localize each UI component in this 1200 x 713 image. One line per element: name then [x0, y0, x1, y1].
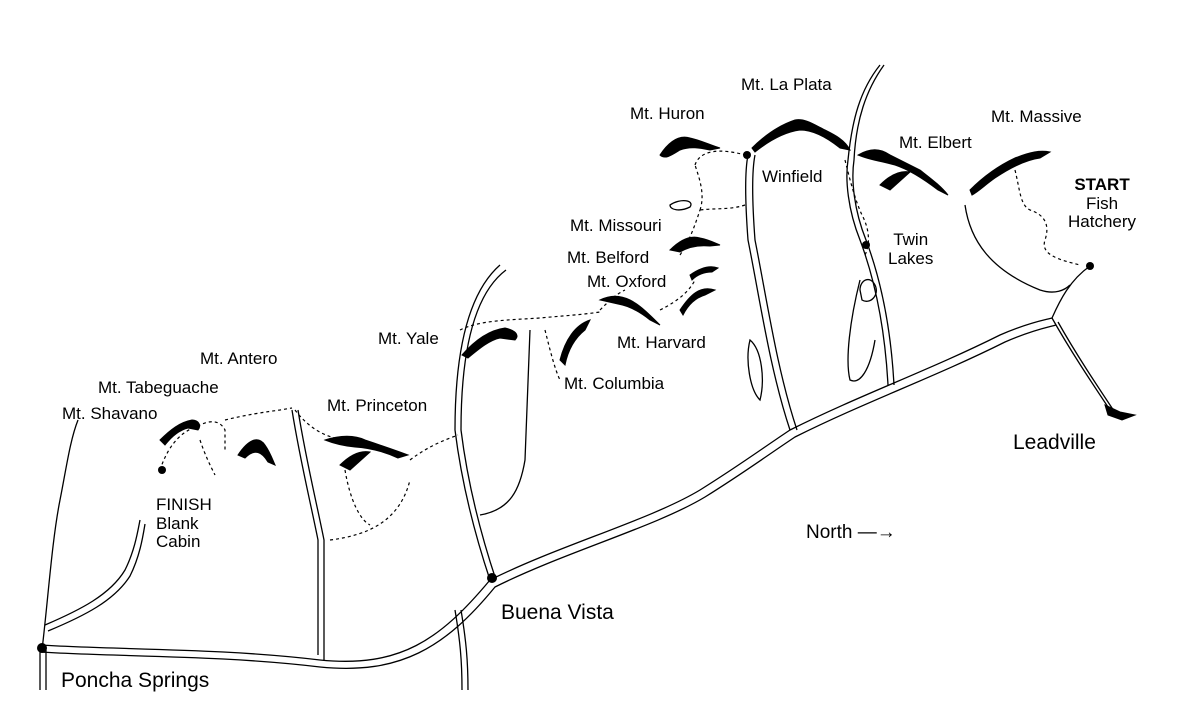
bv-north-road	[454, 264, 501, 581]
bv-cross-road	[479, 329, 531, 516]
label-mt-missouri: Mt. Missouri	[570, 216, 662, 235]
label-twin-lakes-line1: Twin	[893, 230, 929, 249]
ridge-antero	[237, 439, 276, 466]
ridge-elbert	[856, 149, 949, 196]
label-finish-line1: Blank	[156, 513, 199, 533]
princeton-road	[291, 409, 319, 655]
north-label: North	[806, 522, 853, 543]
ridge-shavano	[159, 419, 201, 446]
label-mt-yale: Mt. Yale	[378, 329, 439, 348]
bv-north-road-2	[460, 269, 507, 581]
label-twin-lakes: Twin Lakes	[888, 230, 934, 268]
label-buena-vista: Buena Vista	[501, 601, 614, 624]
blank-cabin-road-2	[47, 523, 146, 632]
winfield-marker	[743, 151, 751, 159]
label-poncha-springs: Poncha Springs	[61, 669, 210, 692]
lake-small-1	[669, 200, 692, 211]
massive-road	[964, 204, 1071, 293]
label-start-line2: Hatchery	[1068, 212, 1137, 232]
bv-south-road-2	[460, 609, 469, 691]
buena-vista-marker	[487, 573, 497, 583]
ridge-massive	[969, 150, 1052, 196]
label-mt-antero: Mt. Antero	[200, 349, 278, 368]
start-marker	[1086, 262, 1094, 270]
ridge-huron	[659, 136, 721, 158]
label-finish-title: FINISH	[156, 495, 212, 514]
label-finish: FINISH Blank Cabin	[156, 495, 212, 552]
north-arrow-icon: —→	[857, 522, 896, 543]
label-twin-lakes-line2: Lakes	[888, 248, 934, 268]
hatchery-road	[1051, 265, 1091, 319]
twin-lakes-road	[846, 64, 889, 386]
leadville-road-2	[1057, 321, 1117, 415]
bv-south-road	[454, 609, 463, 691]
twin-lakes-road-2	[852, 64, 895, 386]
label-mt-oxford: Mt. Oxford	[587, 272, 667, 291]
label-leadville: Leadville	[1013, 431, 1096, 454]
label-mt-huron: Mt. Huron	[630, 104, 705, 123]
ridge-la-plata	[751, 119, 851, 153]
ridge-oxford	[598, 295, 661, 326]
main-highway	[39, 317, 1057, 669]
label-winfield: Winfield	[762, 167, 823, 186]
ridges	[158, 119, 1052, 474]
winfield-road-2	[752, 154, 798, 431]
label-start: START Fish Hatchery	[1068, 175, 1137, 232]
label-mt-elbert: Mt. Elbert	[899, 133, 972, 152]
lake-small-2	[747, 338, 763, 402]
label-start-line1: Fish	[1085, 193, 1119, 213]
twin-lakes-lake	[859, 278, 877, 302]
winfield-road	[745, 154, 791, 431]
label-mt-massive: Mt. Massive	[991, 107, 1082, 126]
label-mt-shavano: Mt. Shavano	[62, 404, 158, 423]
poncha-west-road	[41, 419, 79, 651]
ridge-belford	[679, 266, 720, 317]
north-indicator: North —→	[806, 522, 896, 544]
leadville-marker	[1104, 404, 1137, 421]
label-finish-line2: Cabin	[156, 532, 201, 552]
ridge-yale	[461, 327, 518, 359]
label-mt-princeton: Mt. Princeton	[327, 396, 428, 415]
ridge-missouri	[668, 236, 721, 253]
poncha-marker	[37, 643, 47, 653]
label-start-title: START	[1074, 175, 1130, 194]
label-mt-columbia: Mt. Columbia	[564, 374, 665, 393]
label-mt-la-plata: Mt. La Plata	[741, 75, 832, 94]
label-mt-tabeguache: Mt. Tabeguache	[98, 378, 219, 397]
twin-lakes-marker	[862, 241, 870, 249]
ridge-columbia	[559, 319, 591, 367]
label-mt-belford: Mt. Belford	[567, 248, 650, 267]
ridge-princeton	[323, 435, 410, 471]
trail-network	[159, 150, 1081, 541]
princeton-road-2	[297, 409, 325, 660]
leadville-road	[1051, 317, 1111, 411]
twin-lakes-shore	[847, 279, 876, 382]
blank-cabin-road	[44, 519, 141, 626]
label-mt-harvard: Mt. Harvard	[617, 333, 706, 352]
finish-marker	[158, 466, 166, 474]
